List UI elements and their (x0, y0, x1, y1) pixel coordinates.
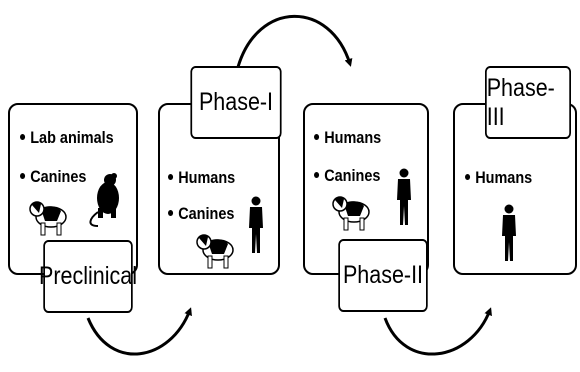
phase1-item-canines: Canines (168, 204, 234, 224)
phase2-item-canines: Canines (314, 166, 380, 186)
phase1-item-humans: Humans (168, 168, 235, 188)
preclinical-label: Preclinical (39, 240, 137, 313)
phase2-label: Phase-II (338, 239, 428, 312)
preclinical-item-canines: Canines (20, 167, 86, 187)
human-icon (502, 204, 516, 261)
human-icon (397, 168, 411, 225)
dog-icon (332, 196, 370, 231)
dog-icon (29, 201, 67, 236)
phase3-item-humans: Humans (465, 168, 532, 188)
phase1-label: Phase-I (190, 66, 282, 139)
arrow-phase1-to-phase2 (236, 15, 353, 68)
phase2-item-humans: Humans (314, 128, 381, 148)
rat-icon (89, 173, 119, 227)
preclinical-item-lab-animals: Lab animals (20, 128, 114, 148)
dog-icon (196, 234, 234, 269)
human-icon (249, 196, 263, 253)
arrow-phase2-to-phase3 (383, 307, 492, 356)
phase3-label: Phase-III (485, 66, 571, 139)
arrow-preclinical-to-phase1 (86, 307, 192, 356)
